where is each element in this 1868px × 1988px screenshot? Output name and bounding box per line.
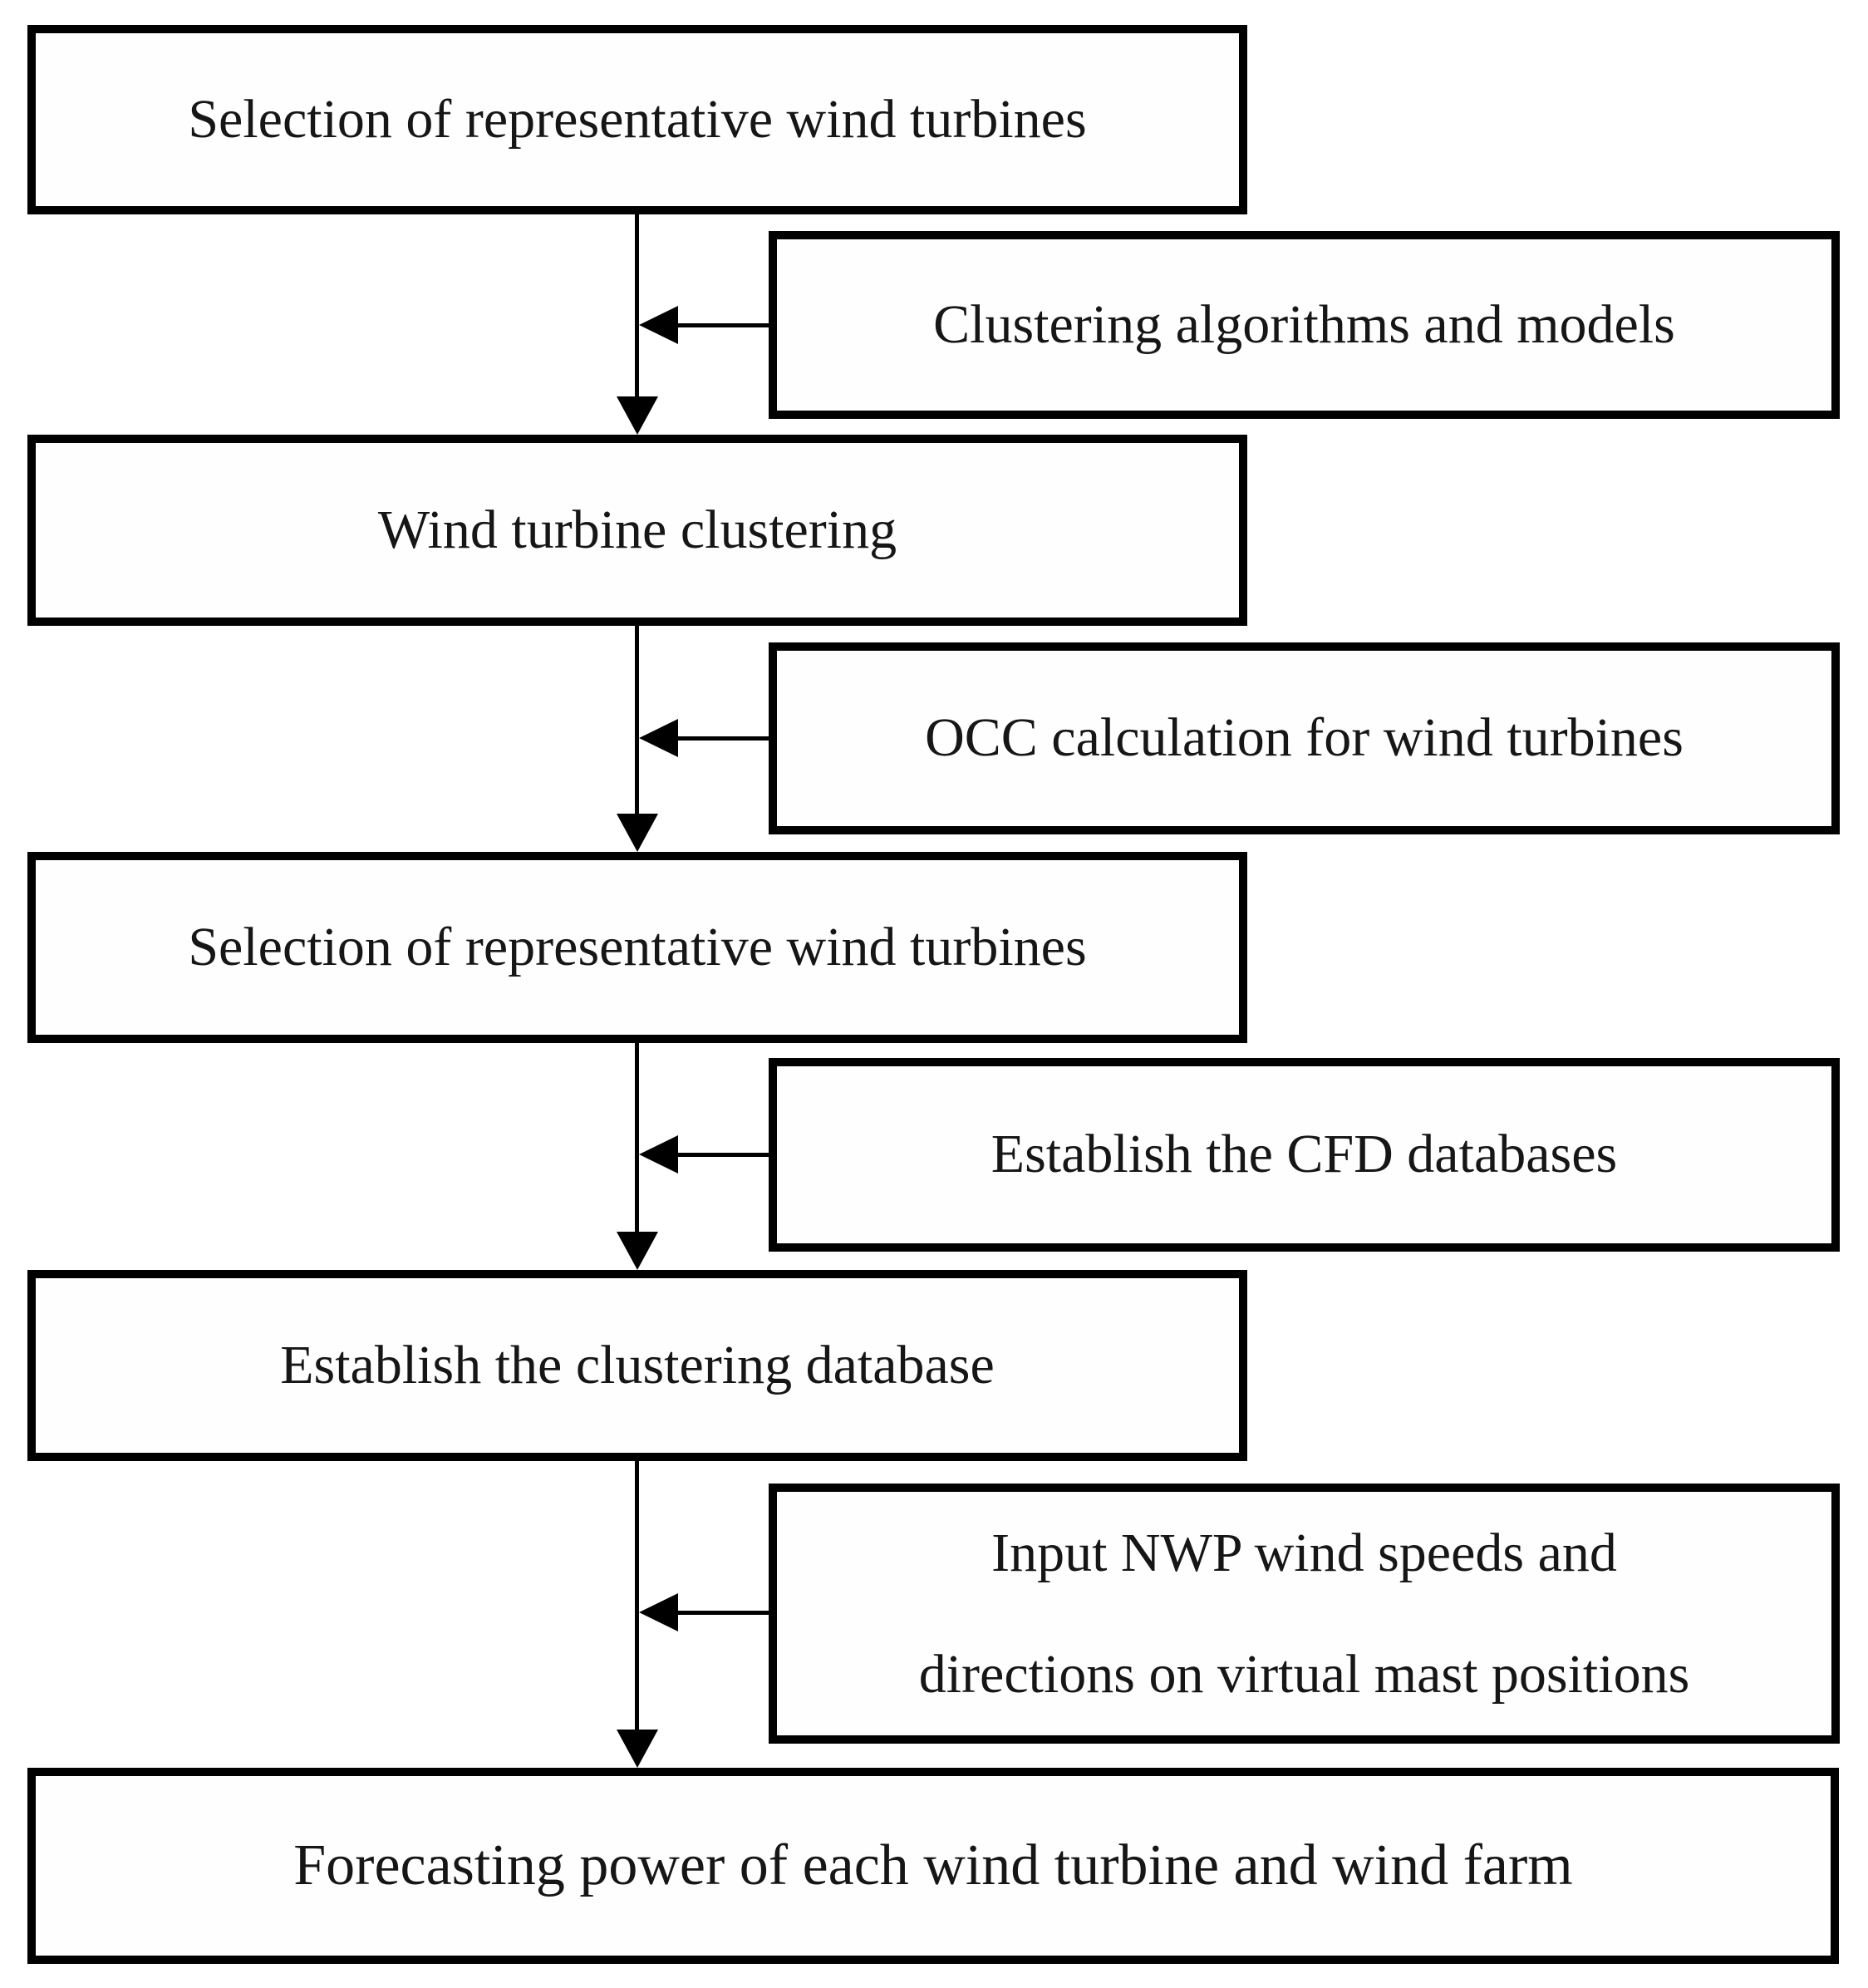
box-label: OCC calculation for wind turbines	[925, 707, 1684, 769]
box-label: Establish the clustering database	[280, 1334, 995, 1395]
box-clustering-algorithms-models: Clustering algorithms and models	[769, 231, 1840, 419]
down-arrow-3-head-icon	[617, 1232, 658, 1270]
side-arrow-1-head-icon	[639, 306, 678, 344]
box-input-nwp-wind: Input NWP wind speeds and directions on …	[769, 1484, 1840, 1744]
down-arrow-2-line	[635, 625, 639, 819]
box-occ-calculation: OCC calculation for wind turbines	[769, 642, 1840, 834]
box-label: Clustering algorithms and models	[933, 293, 1675, 355]
side-arrow-3-head-icon	[639, 1135, 678, 1174]
box-label: Wind turbine clustering	[377, 499, 897, 560]
box-selection-representative-turbines-2: Selection of representative wind turbine…	[27, 852, 1247, 1043]
down-arrow-3-line	[635, 1043, 639, 1237]
box-establish-cfd-databases: Establish the CFD databases	[769, 1058, 1840, 1252]
box-label: Selection of representative wind turbine…	[188, 916, 1087, 977]
side-arrow-3-line	[663, 1153, 771, 1157]
box-label: Forecasting power of each wind turbine a…	[293, 1833, 1573, 1898]
box-selection-representative-turbines-1: Selection of representative wind turbine…	[27, 25, 1247, 214]
side-arrow-4-head-icon	[639, 1593, 678, 1631]
down-arrow-1-line	[635, 214, 639, 401]
side-arrow-2-head-icon	[639, 719, 678, 757]
side-arrow-1-line	[663, 323, 771, 327]
box-wind-turbine-clustering: Wind turbine clustering	[27, 435, 1247, 626]
box-forecasting-power: Forecasting power of each wind turbine a…	[27, 1768, 1839, 1964]
box-establish-clustering-database: Establish the clustering database	[27, 1270, 1247, 1461]
box-label: Input NWP wind speeds and directions on …	[918, 1523, 1690, 1705]
side-arrow-2-line	[663, 736, 771, 741]
box-label: Selection of representative wind turbine…	[188, 88, 1087, 150]
down-arrow-2-head-icon	[617, 814, 658, 852]
down-arrow-1-head-icon	[617, 396, 658, 435]
down-arrow-4-line	[635, 1461, 639, 1735]
box-label: Establish the CFD databases	[991, 1124, 1618, 1185]
side-arrow-4-line	[663, 1611, 771, 1615]
down-arrow-4-head-icon	[617, 1730, 658, 1768]
